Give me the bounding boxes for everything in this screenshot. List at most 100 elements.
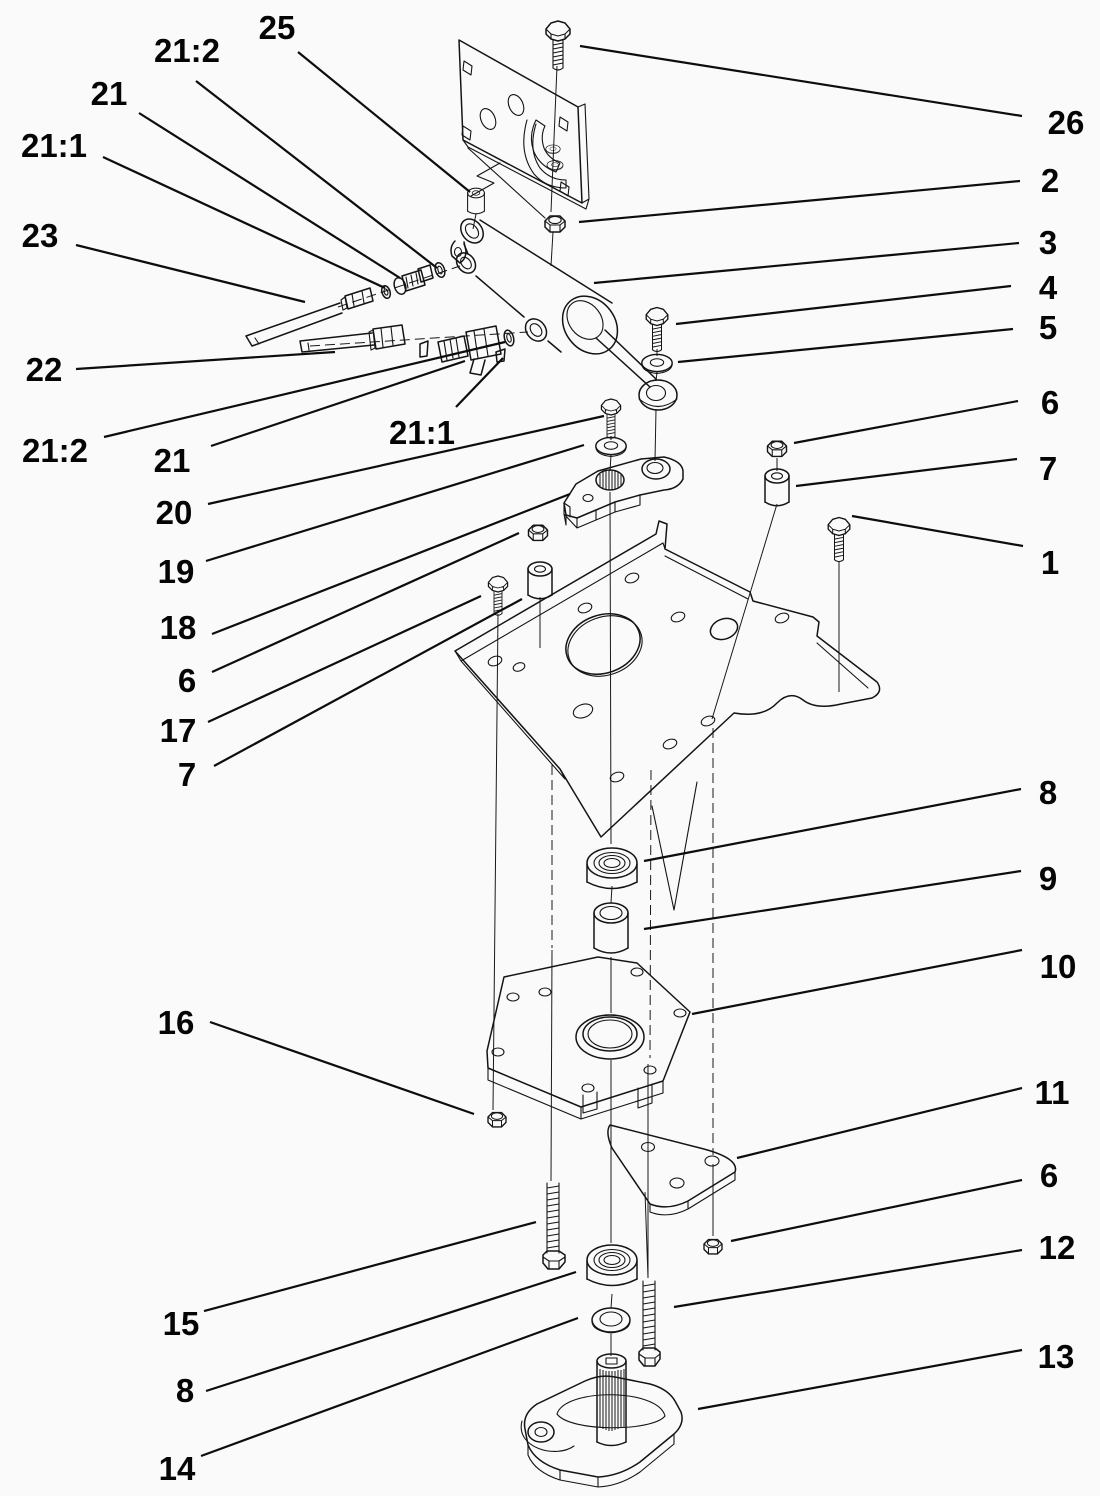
part-8-bearing-upper	[586, 847, 638, 890]
part-23-hose-upper	[245, 261, 446, 347]
leader-21-2-upper	[195, 80, 438, 269]
leader-7-right	[795, 457, 1018, 488]
callout-label-22: 22	[26, 351, 63, 388]
part-11-bracket	[607, 1124, 737, 1216]
leader-18	[211, 492, 571, 636]
part-12-bolt	[638, 1280, 661, 1367]
callout-label-4: 4	[1039, 269, 1058, 306]
callout-label-6-left: 6	[178, 662, 196, 699]
part-4-bolt	[645, 306, 669, 353]
part-16-flange-nut	[487, 1111, 507, 1128]
part-main-mounting-plate	[454, 520, 881, 911]
callout-label-14: 14	[159, 1450, 196, 1487]
part-3-steering-cylinder	[450, 218, 678, 411]
leader-13	[697, 1348, 1023, 1411]
part-20-bolt	[600, 398, 622, 439]
leader-11	[736, 1086, 1023, 1160]
part-21-1-seal-lower-b	[495, 348, 506, 363]
leader-7-left	[213, 598, 523, 767]
callout-label-16: 16	[158, 1004, 195, 1041]
callout-label-26: 26	[1048, 104, 1085, 141]
leader-6-left	[211, 531, 520, 674]
part-8-bearing-lower	[586, 1244, 638, 1287]
leader-5	[677, 327, 1014, 364]
callout-label-18: 18	[160, 609, 197, 646]
leader-19	[205, 443, 585, 563]
leader-21-upper	[138, 112, 401, 279]
leader-21-1-lower	[455, 357, 504, 408]
part-21-1-seal-lower-a	[419, 340, 429, 358]
leader-8-right	[643, 787, 1022, 863]
leader-3	[593, 241, 1020, 285]
callout-label-3: 3	[1039, 224, 1057, 261]
part-7-spacer-left	[527, 561, 553, 600]
callout-label-8-right: 8	[1039, 774, 1057, 811]
callout-label-21-upper: 21	[91, 75, 128, 112]
part-7-spacer-right	[764, 468, 790, 507]
leader-21-lower	[210, 359, 466, 448]
leader-1	[851, 514, 1024, 548]
part-21-2-washer-lower	[503, 329, 515, 347]
leader-26	[579, 44, 1023, 118]
part-9-bushing	[593, 902, 629, 954]
callout-label-21-2-upper: 21:2	[154, 32, 220, 69]
leader-9	[643, 869, 1022, 931]
leader-20	[207, 414, 605, 506]
callout-label-20: 20	[156, 494, 193, 531]
callout-label-25: 25	[259, 9, 296, 46]
callout-label-21-lower: 21	[154, 442, 191, 479]
part-14-washer	[591, 1307, 631, 1334]
callout-label-19: 19	[158, 553, 195, 590]
part-6-flange-nut-left	[527, 524, 549, 542]
callout-label-17: 17	[160, 712, 197, 749]
part-13-steering-shaft-plate	[520, 1353, 683, 1488]
assembly-axis-lines	[309, 65, 840, 1356]
callout-label-21-1-lower: 21:1	[389, 414, 455, 451]
leader-6-bottom	[730, 1178, 1023, 1243]
callout-label-2: 2	[1041, 162, 1059, 199]
leader-22	[75, 350, 336, 371]
callout-label-6-right: 6	[1041, 384, 1059, 421]
leader-25	[297, 51, 471, 193]
splined-shaft	[596, 1353, 627, 1447]
leader-15	[203, 1220, 537, 1313]
part-15-bolt	[542, 1182, 566, 1270]
leader-12	[673, 1248, 1023, 1309]
leader-21-2-lower	[103, 340, 506, 439]
part-19-washer	[595, 436, 627, 458]
callout-label-8-left: 8	[176, 1372, 194, 1409]
callout-label-1: 1	[1041, 544, 1059, 581]
splined-bore	[595, 469, 625, 491]
callout-label-21-1-upper: 21:1	[21, 127, 87, 164]
callout-label-12: 12	[1039, 1229, 1076, 1266]
callout-label-6-bottom: 6	[1040, 1157, 1058, 1194]
callout-label-11: 11	[1035, 1074, 1070, 1111]
part-25-spacer	[467, 162, 501, 215]
part-6-flange-nut-bottom	[703, 1238, 723, 1255]
part-5-washer	[641, 353, 673, 375]
leader-23	[75, 243, 306, 304]
leader-10	[691, 948, 1023, 1016]
leader-4	[675, 284, 1012, 326]
part-18-steering-arm	[563, 456, 684, 529]
leader-lines	[75, 44, 1024, 1458]
leader-2	[578, 179, 1021, 224]
part-2-locknut	[544, 215, 566, 233]
callout-label-5: 5	[1039, 309, 1057, 346]
part-21-2-washer-upper	[434, 261, 446, 279]
callout-labels: 25 21:2 21 21:1 2 3 22 21:2 21 21:1 20 19…	[21, 9, 1084, 1487]
callout-label-7-left: 7	[178, 756, 196, 793]
part-10-bearing-plate	[486, 956, 691, 1120]
callout-label-21-2-lower: 21:2	[22, 432, 88, 469]
callout-label-10: 10	[1040, 948, 1077, 985]
part-21-fitting-upper	[393, 264, 434, 296]
leader-17	[207, 595, 482, 723]
leader-6-right	[793, 399, 1019, 445]
part-1-bolt	[827, 516, 851, 563]
leader-8-left	[205, 1270, 577, 1393]
part-top-mounting-plate	[458, 39, 590, 219]
part-6-flange-nut-right	[766, 440, 788, 458]
callout-label-15: 15	[163, 1305, 200, 1342]
